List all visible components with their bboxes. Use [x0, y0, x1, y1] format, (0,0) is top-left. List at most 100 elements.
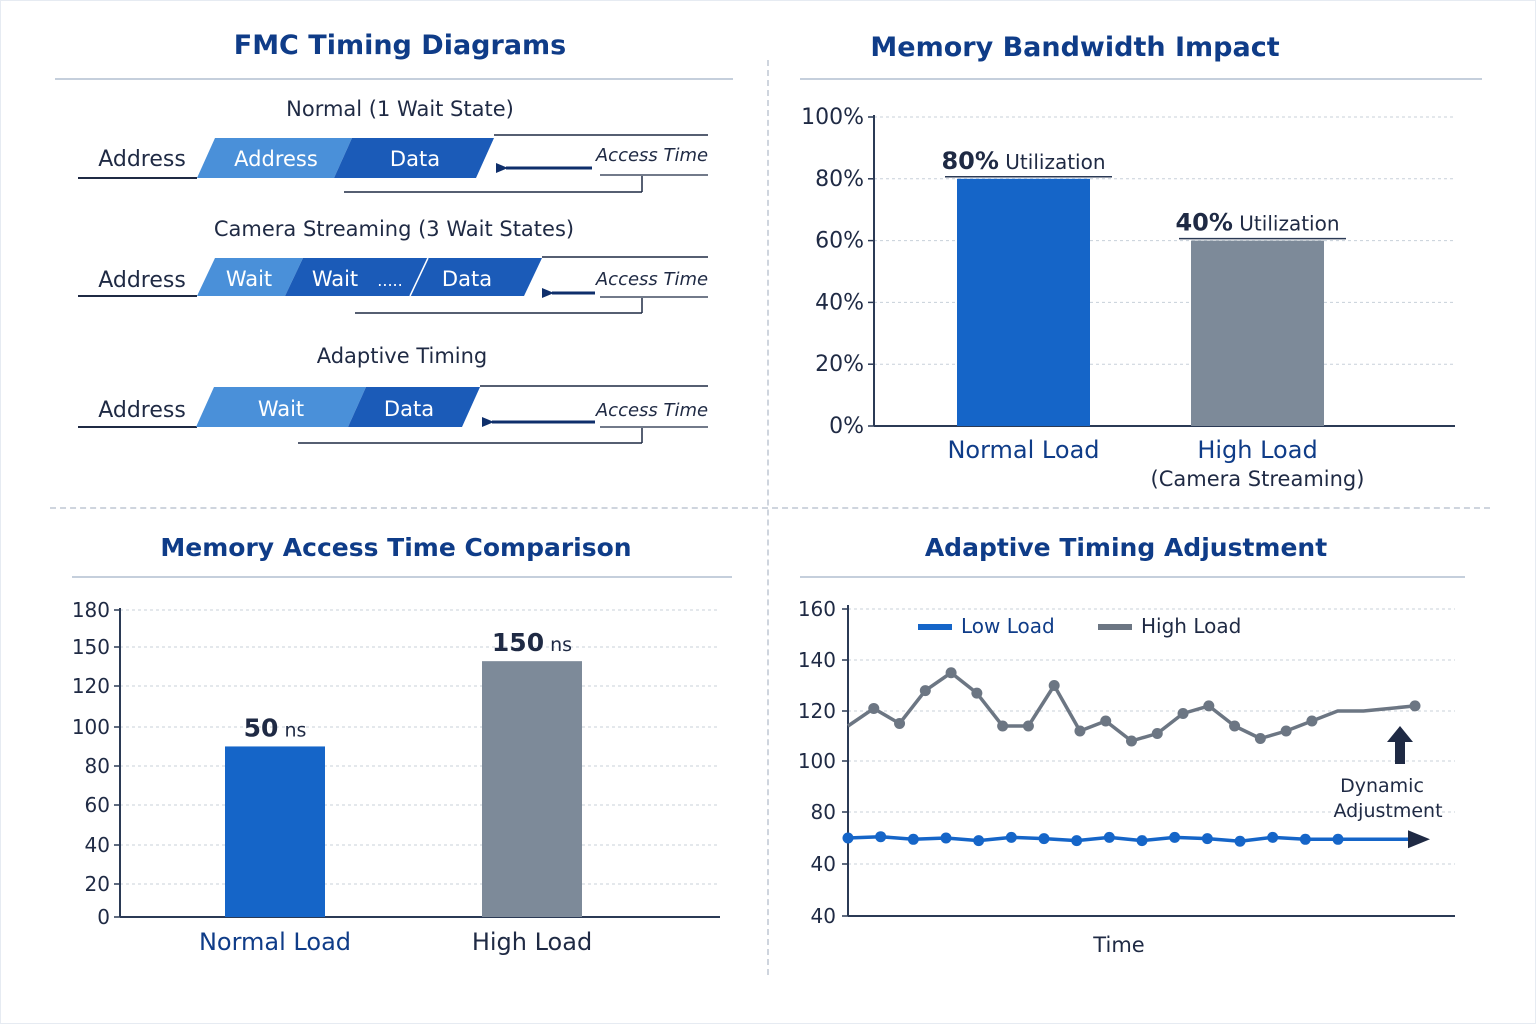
series-point	[1169, 831, 1181, 843]
value-number: 80%	[941, 147, 998, 175]
value-number: 50	[244, 713, 279, 742]
series-point	[940, 832, 952, 844]
series-point	[1254, 733, 1266, 744]
value-number: 150	[492, 628, 544, 657]
timing-title-rule	[55, 78, 733, 80]
bar-value-label: 50 ns	[244, 713, 307, 742]
segment-data	[334, 138, 494, 178]
horizontal-divider	[50, 507, 1490, 509]
value-unit: ns	[278, 719, 306, 741]
segment-divider	[409, 257, 429, 297]
series-point	[1203, 700, 1215, 712]
timing-row-3-subtitle: Adaptive Timing	[316, 344, 488, 368]
bandwidth-panel-title: Memory Bandwidth Impact	[870, 32, 1280, 63]
annotation-line-1: Dynamic	[1340, 775, 1424, 797]
y-tick-label: 80	[811, 800, 836, 824]
y-tick-label: 120	[72, 674, 110, 698]
y-tick-label: 20%	[815, 352, 864, 377]
bandwidth-chart: 0%20%40%60%80%100%80% UtilizationNormal …	[801, 105, 1455, 491]
value-number: 40%	[1175, 209, 1232, 237]
series-point	[907, 833, 919, 845]
bar-2	[1191, 240, 1324, 426]
access-title-rule	[72, 576, 732, 578]
timing-row-normal: Address Address Data Access Time	[78, 134, 708, 193]
y-tick-label: 80%	[815, 167, 864, 192]
bar-value-label: 150 ns	[492, 628, 572, 657]
segment-wait-label: Wait	[258, 397, 304, 421]
series-point	[868, 702, 880, 714]
series-point	[1306, 715, 1318, 727]
series-point	[1136, 835, 1148, 847]
series-point	[894, 718, 906, 729]
y-tick-label: 40	[85, 833, 110, 857]
segment-data-label: Data	[384, 397, 434, 421]
series-line-high-load	[847, 671, 1416, 743]
timing-row-1-subtitle: Normal (1 Wait State)	[286, 97, 514, 121]
category-label: Normal Load	[199, 928, 351, 956]
y-tick-label: 40	[811, 852, 836, 876]
segment-wait-2	[285, 258, 428, 296]
vertical-divider	[767, 60, 769, 975]
y-tick-label: 100	[72, 715, 110, 739]
series-point	[919, 685, 931, 697]
y-tick-label: 60	[85, 793, 110, 817]
series-point	[1299, 833, 1311, 845]
bar-1	[957, 178, 1090, 426]
y-tick-label: 40	[811, 904, 836, 928]
wait-dots: .....	[377, 271, 402, 290]
segment-wait-1-label: Wait	[226, 267, 272, 291]
y-tick-label: 180	[72, 598, 110, 622]
series-point	[1074, 725, 1086, 737]
segment-wait-1	[197, 258, 303, 296]
series-point	[1177, 708, 1189, 719]
series-point	[1071, 835, 1083, 847]
annotation-line-2: Adjustment	[1333, 800, 1442, 822]
series-point	[971, 687, 983, 699]
timing-panel-title: FMC Timing Diagrams	[233, 30, 567, 61]
series-point	[1267, 831, 1279, 843]
bar-value-label: 40% Utilization	[1175, 209, 1339, 237]
y-tick-label: 0%	[829, 414, 864, 439]
series-point	[1280, 725, 1292, 737]
series-point	[1151, 728, 1163, 739]
series-point	[1022, 720, 1034, 732]
bandwidth-title-rule	[800, 78, 1482, 80]
y-tick-label: 160	[798, 597, 836, 621]
series-point	[1103, 831, 1115, 843]
category-label: High Load	[1197, 436, 1317, 464]
adaptive-panel-title: Adaptive Timing Adjustment	[924, 533, 1328, 562]
y-tick-label: 100	[798, 749, 836, 773]
category-sublabel: (Camera Streaming)	[1151, 467, 1365, 491]
address-label: Address	[98, 268, 186, 293]
access-time-label: Access Time	[595, 400, 708, 421]
segment-wait	[196, 387, 366, 427]
value-unit: Utilization	[999, 150, 1106, 174]
series-point	[1100, 715, 1112, 727]
series-point	[973, 835, 985, 847]
bar-value-label: 80% Utilization	[941, 147, 1105, 175]
series-point	[1234, 835, 1246, 847]
segment-data	[348, 387, 480, 427]
series-point	[1229, 720, 1241, 732]
y-tick-label: 120	[798, 699, 836, 723]
legend-label: High Load	[1141, 614, 1241, 638]
y-tick-label: 60%	[815, 229, 864, 254]
adaptive-title-rule	[800, 576, 1465, 578]
address-label: Address	[98, 147, 186, 172]
segment-address-label: Address	[234, 147, 318, 171]
y-tick-label: 100%	[801, 105, 864, 130]
segment-data-label: Data	[442, 267, 492, 291]
series-point	[1409, 700, 1421, 712]
address-label: Address	[98, 398, 186, 423]
access-time-label: Access Time	[595, 145, 708, 166]
series-point	[997, 720, 1009, 732]
y-tick-label: 40%	[815, 290, 864, 315]
series-point	[1126, 735, 1137, 747]
value-unit: ns	[544, 634, 572, 656]
timing-diagrams: Address Address Data Access Time Address…	[78, 134, 708, 444]
legend-label: Low Load	[961, 614, 1055, 638]
series-point	[875, 831, 887, 843]
series-point	[1005, 831, 1017, 843]
